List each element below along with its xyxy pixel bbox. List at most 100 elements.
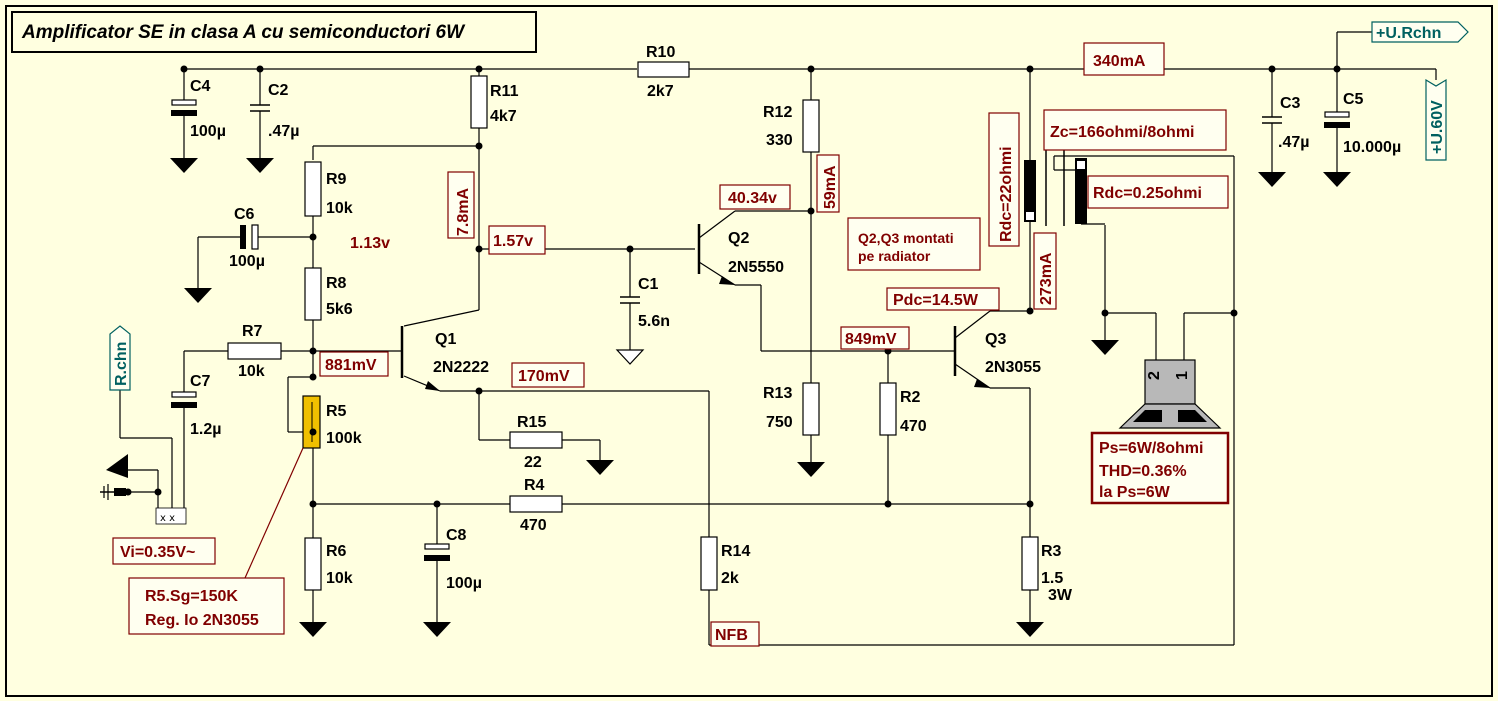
q3-name: Q3 (985, 331, 1006, 348)
ports: +U.Rchn +U.60V R.chn (109, 21, 1469, 391)
ground-symbol (586, 460, 614, 475)
speaker-cone (1118, 403, 1222, 429)
voltage-q2-collector-box (719, 184, 791, 210)
current-r11-box (447, 171, 475, 239)
r8-body (304, 267, 322, 321)
port-urchn (1371, 21, 1469, 43)
c7-plate-neg (171, 402, 197, 408)
current-total: 340mA (1093, 53, 1146, 70)
q2-type: 2N5550 (728, 259, 784, 276)
ground-symbol (797, 462, 825, 477)
r4-name: R4 (524, 477, 545, 494)
c8-value: 100µ (446, 575, 482, 592)
r5-value: 100k (326, 430, 362, 447)
port-u60v (1425, 78, 1447, 161)
voltage-q2-collector: 40.34v (728, 190, 777, 207)
r13-name: R13 (763, 385, 792, 402)
voltage-q3-base: 849mV (845, 331, 897, 348)
q2-name: Q2 (728, 230, 749, 247)
r5-note-line2: Reg. Io 2N3055 (145, 612, 259, 629)
c6-value: 100µ (229, 253, 265, 270)
current-q3: 273mA (1038, 252, 1055, 305)
c8-plate-neg (424, 555, 450, 561)
r14-value: 2k (721, 570, 739, 587)
c8-name: C8 (446, 527, 467, 544)
q2-emitter-arrow (719, 276, 735, 285)
impedance: Zc=166ohmi/8ohmi (1050, 124, 1195, 141)
rdc-primary: Rdc=22ohmi (998, 146, 1015, 242)
rdc-primary-box (988, 112, 1020, 247)
r13-value: 750 (766, 414, 793, 431)
c3-value: .47µ (1278, 134, 1309, 151)
r5-note-line1: R5.Sg=150K (145, 588, 238, 605)
r11-body (470, 75, 488, 129)
r10-value: 2k7 (647, 83, 674, 100)
output-specs-line3: la Ps=6W (1099, 484, 1171, 501)
speaker-magnet (1144, 359, 1196, 405)
voltage-q1-base-box (319, 351, 389, 377)
ground-symbol-open (615, 349, 645, 365)
current-r12-box (816, 154, 840, 213)
r12-name: R12 (763, 104, 792, 121)
c3-name: C3 (1280, 95, 1301, 112)
ground-symbol (170, 158, 198, 173)
port-rchn (109, 325, 131, 391)
c8-plate (424, 543, 450, 550)
speaker-pin-1: 1 (1174, 371, 1191, 380)
voltage-q1-base: 881mV (325, 357, 377, 374)
speaker: 2 1 (1118, 359, 1222, 429)
output-specs-box (1090, 431, 1230, 505)
r11-value: 4k7 (490, 108, 517, 125)
impedance-box (1043, 109, 1227, 151)
c2-name: C2 (268, 82, 289, 99)
voltage-q3-base-box (840, 326, 910, 350)
q1-type: 2N2222 (433, 359, 489, 376)
c1-value: 5.6n (638, 313, 670, 330)
r3-body (1021, 536, 1039, 591)
r15-value: 22 (524, 454, 542, 471)
c6-plate-neg (240, 225, 246, 249)
r5-note-box (128, 577, 285, 635)
speaker-pin-2: 2 (1146, 371, 1163, 380)
q3-emitter-arrow (974, 379, 990, 388)
ground-symbol (246, 158, 274, 173)
title-box (11, 11, 537, 53)
r10-body (637, 61, 690, 78)
c5-name: C5 (1343, 91, 1364, 108)
transformer-secondary (1075, 158, 1087, 224)
input-voltage: Vi=0.35V~ (120, 544, 195, 561)
r2-value: 470 (900, 418, 927, 435)
component-labels: C4 100µ C2 .47µ R11 4k7 R10 2k7 R12 330 … (190, 44, 1401, 604)
junctions (124, 65, 1341, 508)
r6-body (304, 537, 322, 591)
r9-body (304, 161, 322, 217)
power-dissipation-box (886, 287, 1000, 311)
r3-name: R3 (1041, 543, 1062, 560)
r2-name: R2 (900, 389, 921, 406)
output-specs-line1: Ps=6W/8ohmi (1099, 440, 1203, 457)
annotations: 340mA 7.8mA 1.57v 1.13v 40.34v 59mA 881m… (112, 42, 1230, 647)
r13-body (802, 382, 820, 436)
ground-symbol (1323, 172, 1351, 187)
q3-type: 2N3055 (985, 359, 1041, 376)
q1-emitter-arrow (425, 381, 440, 391)
r7-value: 10k (238, 363, 265, 380)
r15-name: R15 (517, 414, 546, 431)
heatsink-note-line2: pe radiator (858, 248, 931, 264)
r2-body (879, 382, 897, 436)
svg-text:ⅹ ⅹ: ⅹ ⅹ (160, 513, 175, 524)
voltage-r9: 1.13v (350, 235, 390, 252)
r12-body (802, 99, 820, 153)
c5-plate (1324, 111, 1350, 118)
r11-name: R11 (490, 83, 519, 100)
r8-name: R8 (326, 275, 347, 292)
r8-value: 5k6 (326, 301, 353, 318)
r9-value: 10k (326, 200, 353, 217)
voltage-q1-emitter-box (511, 362, 585, 388)
current-r11: 7.8mA (455, 188, 472, 236)
input-jack: ⅹ ⅹ (100, 454, 187, 525)
ground-symbol (1258, 172, 1286, 187)
r10-name: R10 (646, 44, 675, 61)
c6-name: C6 (234, 206, 255, 223)
